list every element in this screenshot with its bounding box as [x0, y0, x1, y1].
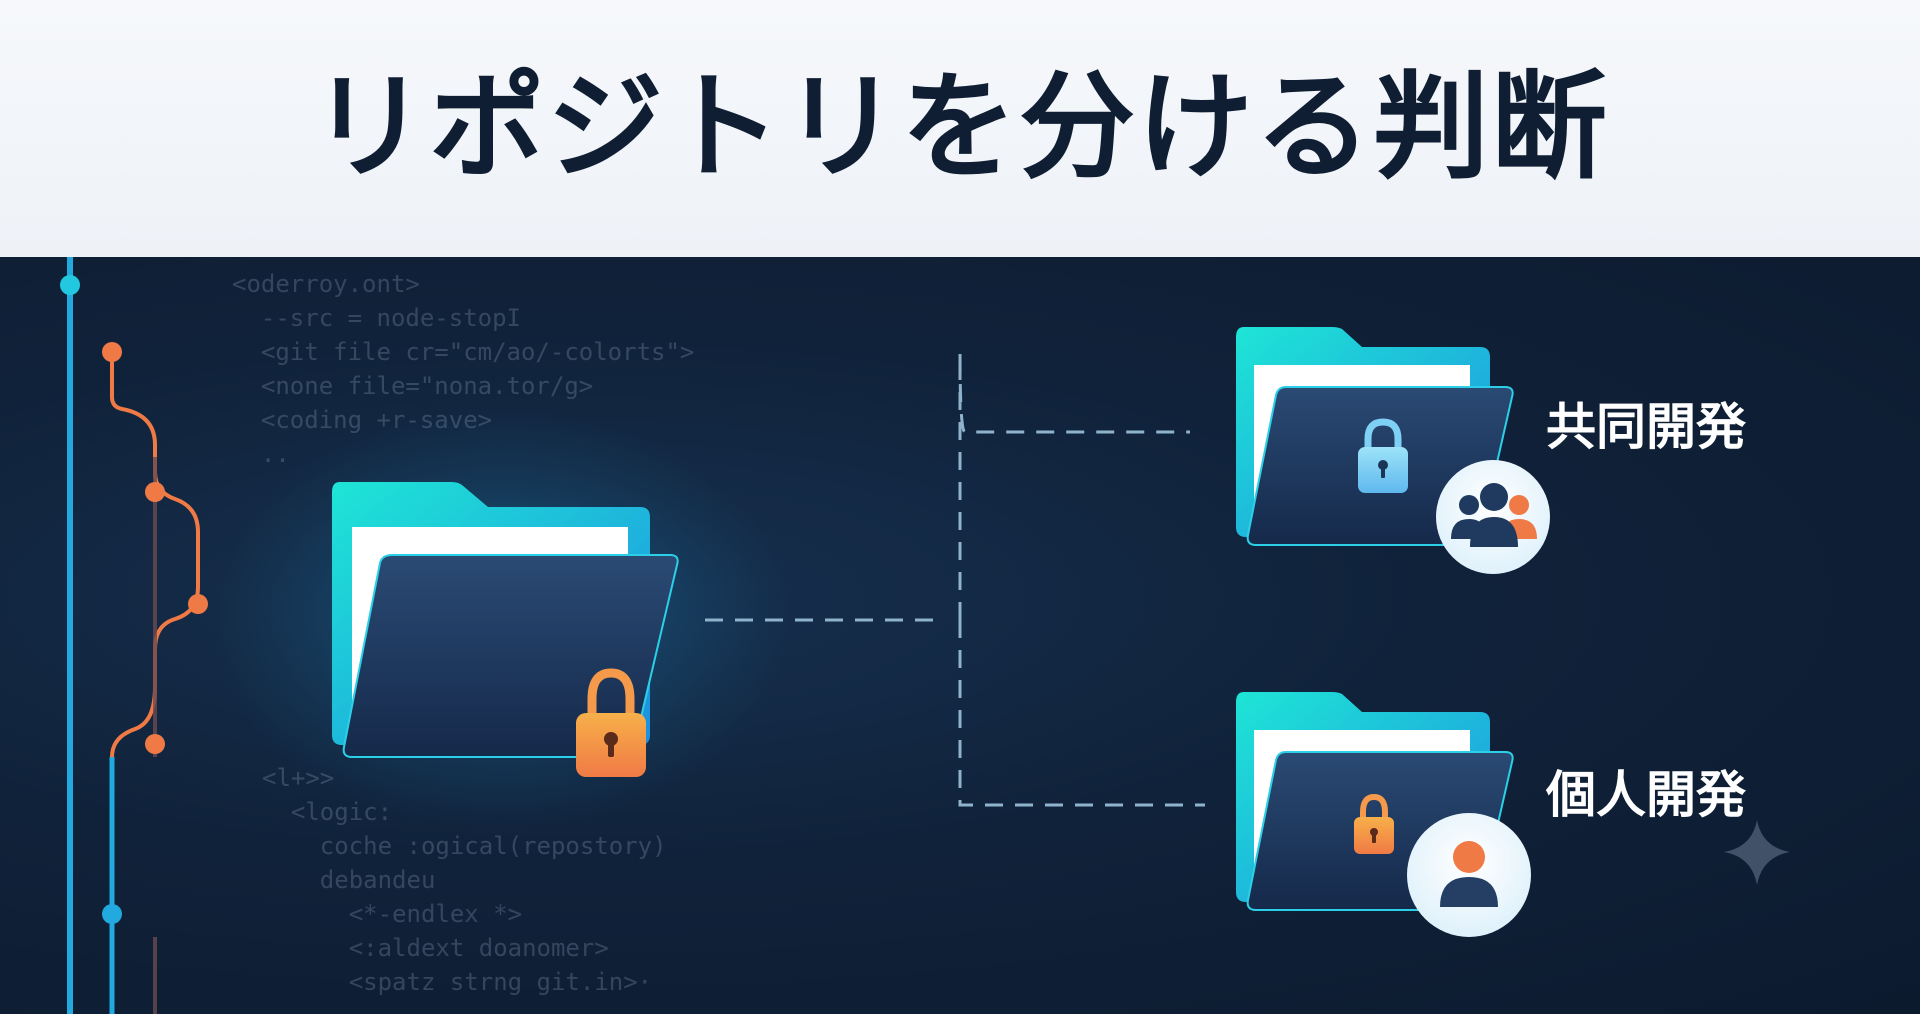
code-background-top: <oderroy.ont> --src = node-stopI <git fi… [232, 267, 694, 471]
repository-folder-icon [210, 409, 790, 829]
code-line: <spatz strng git.in>· [262, 968, 653, 996]
code-line: debandeu [262, 866, 436, 894]
lock-icon [1354, 793, 1394, 854]
diagram-graphic [60, 257, 1790, 1014]
diagram-stage: <oderroy.ont> --src = node-stopI <git fi… [0, 257, 1920, 1014]
shared-development-label: 共同開発 [1546, 398, 1746, 456]
code-line: <*-endlex *> [262, 900, 523, 928]
user-icon [1407, 813, 1531, 937]
shared-repo-folder-icon [1236, 327, 1550, 574]
branch-connector [705, 351, 1205, 807]
page-title: リポジトリを分ける判断 [311, 60, 1609, 195]
title-banner: リポジトリを分ける判断 [0, 0, 1920, 257]
code-line: <oderroy.ont> [232, 270, 420, 298]
lock-icon [1358, 418, 1408, 493]
personal-development-label: 個人開発 [1546, 766, 1746, 824]
code-line: <git file cr="cm/ao/-colorts"> [232, 338, 695, 366]
lock-icon [576, 668, 646, 777]
code-line: --src = node-stopI [232, 304, 521, 332]
users-icon [1436, 460, 1550, 574]
code-line: coche :ogical(repostory) [262, 832, 667, 860]
code-line: <:aldext doanomer> [262, 934, 609, 962]
code-line: <none file="nona.tor/g> [232, 372, 594, 400]
personal-repo-folder-icon [1236, 692, 1531, 937]
sparkle-icon [1724, 820, 1790, 885]
code-line: .. [232, 440, 290, 468]
git-branch-graph [60, 257, 208, 1014]
code-background-bottom: <l+>> <logic: coche :ogical(repostory) d… [262, 761, 667, 999]
